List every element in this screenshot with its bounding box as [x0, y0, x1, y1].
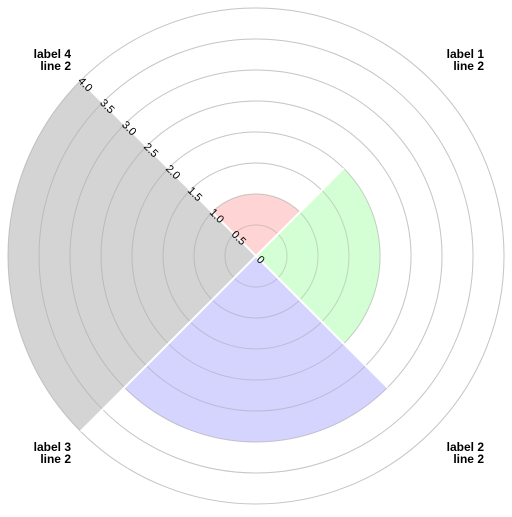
grid-circle-overlay: [224, 224, 288, 288]
category-label-3-line1: label 3: [33, 440, 71, 454]
category-label-2-line1: label 2: [446, 440, 484, 454]
grid-circle: [7, 7, 505, 505]
grid-circle-overlay: [69, 69, 443, 443]
grid-circle-overlay: [193, 193, 319, 319]
sector-2: [256, 168, 380, 344]
category-label-1-line2: line 2: [453, 59, 484, 73]
category-label-3: label 3 line 2: [34, 441, 71, 465]
category-label-4: label 4 line 2: [34, 48, 71, 72]
category-label-4-line2: line 2: [40, 59, 71, 73]
category-label-4-line1: label 4: [33, 47, 71, 61]
sector-3: [124, 256, 388, 442]
sector-separator: [255, 167, 345, 257]
sector-separator: [255, 255, 389, 389]
category-label-3-line2: line 2: [40, 452, 71, 466]
grid-circle-overlay: [38, 38, 474, 474]
grid-circle-overlay: [131, 131, 381, 381]
slice-layer: [7, 7, 505, 505]
grid-circle-overlay: [7, 7, 505, 505]
category-label-1-line1: label 1: [446, 47, 484, 61]
category-label-2: label 2 line 2: [447, 441, 484, 465]
category-label-2-line2: line 2: [453, 452, 484, 466]
sector-separator: [79, 79, 257, 257]
sector-4: [8, 80, 257, 432]
grid-circle-overlay: [162, 162, 350, 350]
sector-1: [212, 194, 300, 256]
grid-circle-overlay: [100, 100, 412, 412]
sector-separator: [79, 255, 257, 433]
category-label-1: label 1 line 2: [447, 48, 484, 72]
